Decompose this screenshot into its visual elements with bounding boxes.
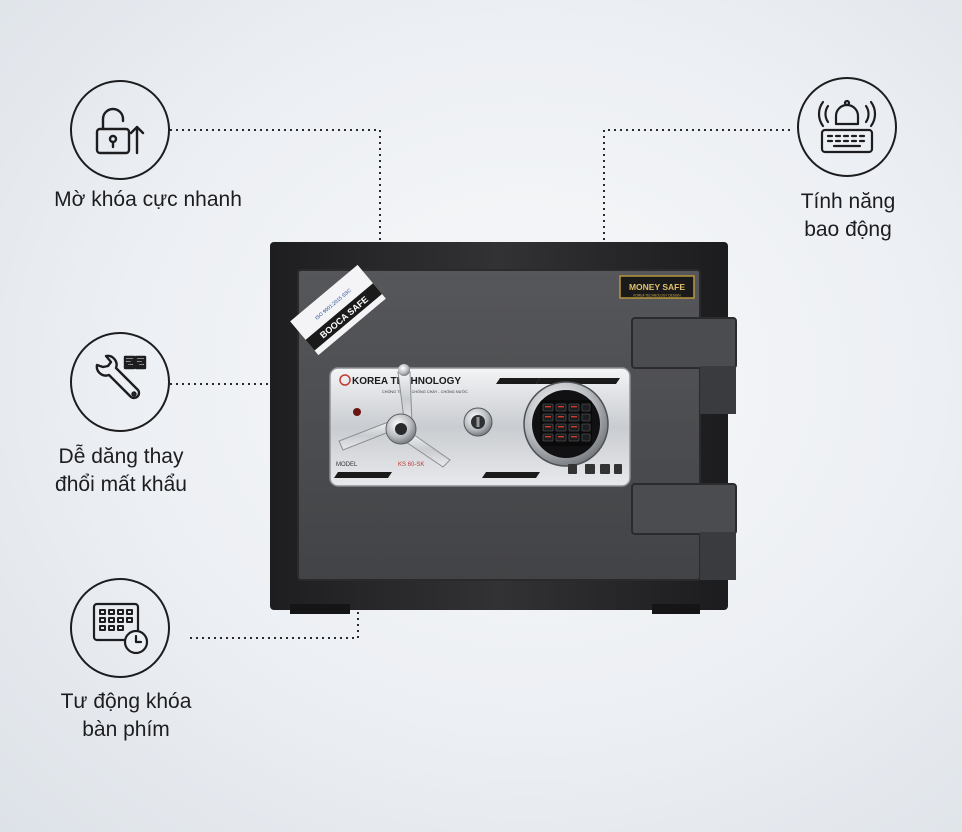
feature-label-auto-lock-line-1: Tư động khóa <box>60 690 192 713</box>
alarm-bell-keyboard-icon <box>797 77 897 177</box>
brand-badge: MONEY SAFE <box>629 282 685 292</box>
feature-label-change-password-line-1: Dễ dăng thay <box>58 445 184 468</box>
feature-label-change-password: Dễ dăng thay đhổi mất khẩu <box>38 443 204 499</box>
feature-label-auto-lock-line-2: bàn phím <box>82 718 170 741</box>
model-value: KS 60-SK <box>398 462 424 468</box>
feature-label-auto-lock: Tư động khóa bàn phím <box>40 688 212 744</box>
feature-label-quick-unlock: Mờ khóa cực nhanh <box>54 188 242 211</box>
feature-label-alarm: Tính năng bao động <box>770 188 926 244</box>
panel-subtitle: CHỐNG TRỘM - CHỐNG CHÁY - CHỐNG NƯỚC <box>382 389 468 394</box>
feature-label-change-password-line-2: đhổi mất khẩu <box>55 473 187 496</box>
feature-label-alarm-line-1: Tính năng <box>800 190 896 213</box>
keypad-clock-icon <box>70 578 170 678</box>
wrench-keypad-icon <box>70 332 170 432</box>
model-label: MODEL <box>336 462 358 468</box>
brand-badge-sub: KOREA TECHNOLOGY DESIGN <box>633 294 681 298</box>
unlock-padlock-icon <box>70 80 170 180</box>
feature-label-alarm-line-2: bao động <box>804 218 892 241</box>
